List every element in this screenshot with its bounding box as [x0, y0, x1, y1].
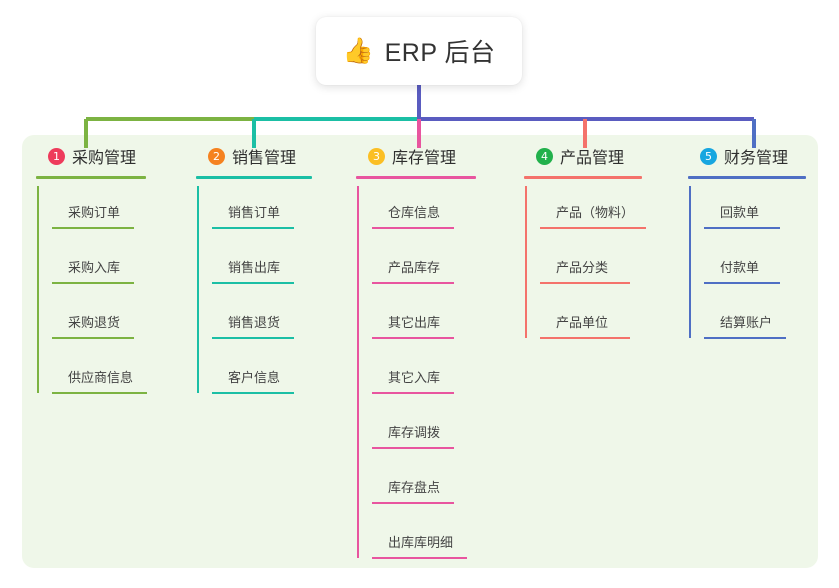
- column-rule-1: [36, 176, 146, 179]
- list-item[interactable]: 销售订单: [196, 179, 312, 234]
- column-header-2[interactable]: 2 销售管理: [196, 143, 312, 169]
- list-item[interactable]: 库存调拨: [356, 399, 476, 454]
- list-item[interactable]: 销售退货: [196, 289, 312, 344]
- list-item-label: 产品库存: [388, 260, 441, 275]
- list-item[interactable]: 采购订单: [36, 179, 146, 234]
- list-item-label: 付款单: [720, 260, 760, 275]
- column-2: 2 销售管理销售订单销售出库销售退货客户信息: [196, 143, 312, 399]
- column-items-4: 产品（物料） 产品分类产品单位: [524, 179, 646, 344]
- column-items-3: 仓库信息产品库存其它出库其它入库库存调拨库存盘点出库库明细: [356, 179, 476, 564]
- column-items-1: 采购订单采购入库采购退货供应商信息: [36, 179, 147, 399]
- thumbs-up-icon: 👍: [342, 36, 374, 65]
- list-item-label: 回款单: [720, 205, 760, 220]
- list-item-label: 产品分类: [556, 260, 609, 275]
- list-item-rule: [704, 337, 786, 339]
- column-rule-4: [524, 176, 642, 179]
- root-node[interactable]: 👍 ERP 后台: [316, 17, 522, 85]
- list-item-label: 库存调拨: [388, 425, 441, 440]
- column-header-5[interactable]: 5 财务管理: [688, 143, 806, 169]
- list-item-label: 仓库信息: [388, 205, 441, 220]
- list-item-label: 采购订单: [68, 205, 121, 220]
- list-item[interactable]: 采购入库: [36, 234, 146, 289]
- list-item-label: 销售订单: [228, 205, 281, 220]
- list-item-rule: [52, 227, 134, 229]
- list-item-rule: [372, 282, 454, 284]
- list-item-label: 采购入库: [68, 260, 121, 275]
- column-header-4[interactable]: 4 产品管理: [524, 143, 642, 169]
- list-item-rule: [212, 282, 294, 284]
- list-item-rule: [52, 282, 134, 284]
- column-1: 1 采购管理采购订单采购入库采购退货供应商信息: [36, 143, 147, 399]
- list-item[interactable]: 付款单: [688, 234, 806, 289]
- column-badge-2: 2: [208, 147, 225, 165]
- column-header-3[interactable]: 3 库存管理: [356, 143, 476, 169]
- list-item-label: 出库库明细: [388, 535, 454, 550]
- list-item-rule: [372, 557, 467, 559]
- list-item[interactable]: 回款单: [688, 179, 806, 234]
- column-rule-2: [196, 176, 312, 179]
- column-items-5: 回款单付款单结算账户: [688, 179, 806, 344]
- list-item-rule: [372, 447, 454, 449]
- root-node-label: ERP 后台: [384, 39, 496, 67]
- list-item-rule: [540, 227, 646, 229]
- list-item[interactable]: 产品库存: [356, 234, 476, 289]
- list-item-rule: [372, 502, 454, 504]
- list-item-rule: [372, 392, 454, 394]
- list-item[interactable]: 产品分类: [524, 234, 642, 289]
- column-5: 5 财务管理回款单付款单结算账户: [688, 143, 806, 344]
- list-item-rule: [212, 227, 294, 229]
- list-item[interactable]: 结算账户: [688, 289, 806, 344]
- list-item-label: 销售退货: [228, 315, 281, 330]
- list-item-label: 其它出库: [388, 315, 441, 330]
- column-4: 4 产品管理产品（物料） 产品分类产品单位: [524, 143, 646, 344]
- list-item[interactable]: 仓库信息: [356, 179, 476, 234]
- content-panel: [22, 135, 818, 568]
- list-item-rule: [540, 337, 630, 339]
- list-item-label: 产品单位: [556, 315, 609, 330]
- column-title-1: 采购管理: [72, 150, 137, 167]
- column-title-2: 销售管理: [232, 150, 297, 167]
- list-item-label: 供应商信息: [68, 370, 134, 385]
- list-item-rule: [212, 337, 294, 339]
- list-item-label: 产品（物料）: [556, 205, 635, 220]
- list-item[interactable]: 库存盘点: [356, 454, 476, 509]
- list-item-rule: [704, 282, 780, 284]
- column-title-5: 财务管理: [724, 150, 789, 167]
- list-item-label: 其它入库: [388, 370, 441, 385]
- list-item-rule: [52, 337, 134, 339]
- list-item[interactable]: 其它入库: [356, 344, 476, 399]
- list-item[interactable]: 产品单位: [524, 289, 642, 344]
- list-item[interactable]: 销售出库: [196, 234, 312, 289]
- column-badge-4: 4: [536, 147, 553, 165]
- column-rule-5: [688, 176, 806, 179]
- list-item[interactable]: 其它出库: [356, 289, 476, 344]
- list-item[interactable]: 采购退货: [36, 289, 146, 344]
- list-item-rule: [372, 337, 454, 339]
- column-header-1[interactable]: 1 采购管理: [36, 143, 146, 169]
- column-badge-5: 5: [700, 147, 717, 165]
- list-item-label: 销售出库: [228, 260, 281, 275]
- list-item-rule: [372, 227, 454, 229]
- list-item[interactable]: 产品（物料）: [524, 179, 646, 234]
- column-3: 3 库存管理仓库信息产品库存其它出库其它入库库存调拨库存盘点出库库明细: [356, 143, 476, 564]
- list-item-label: 库存盘点: [388, 480, 441, 495]
- column-title-3: 库存管理: [392, 150, 457, 167]
- list-item-rule: [540, 282, 630, 284]
- column-badge-3: 3: [368, 147, 385, 165]
- list-item[interactable]: 客户信息: [196, 344, 312, 399]
- list-item[interactable]: 供应商信息: [36, 344, 147, 399]
- column-badge-1: 1: [48, 147, 65, 165]
- column-items-2: 销售订单销售出库销售退货客户信息: [196, 179, 312, 399]
- list-item[interactable]: 出库库明细: [356, 509, 476, 564]
- list-item-rule: [704, 227, 780, 229]
- column-rule-3: [356, 176, 476, 179]
- list-item-rule: [212, 392, 294, 394]
- list-item-label: 结算账户: [720, 315, 773, 330]
- list-item-rule: [52, 392, 147, 394]
- root-node-content: 👍 ERP 后台: [342, 33, 495, 69]
- list-item-label: 客户信息: [228, 370, 281, 385]
- column-title-4: 产品管理: [560, 150, 625, 167]
- list-item-label: 采购退货: [68, 315, 121, 330]
